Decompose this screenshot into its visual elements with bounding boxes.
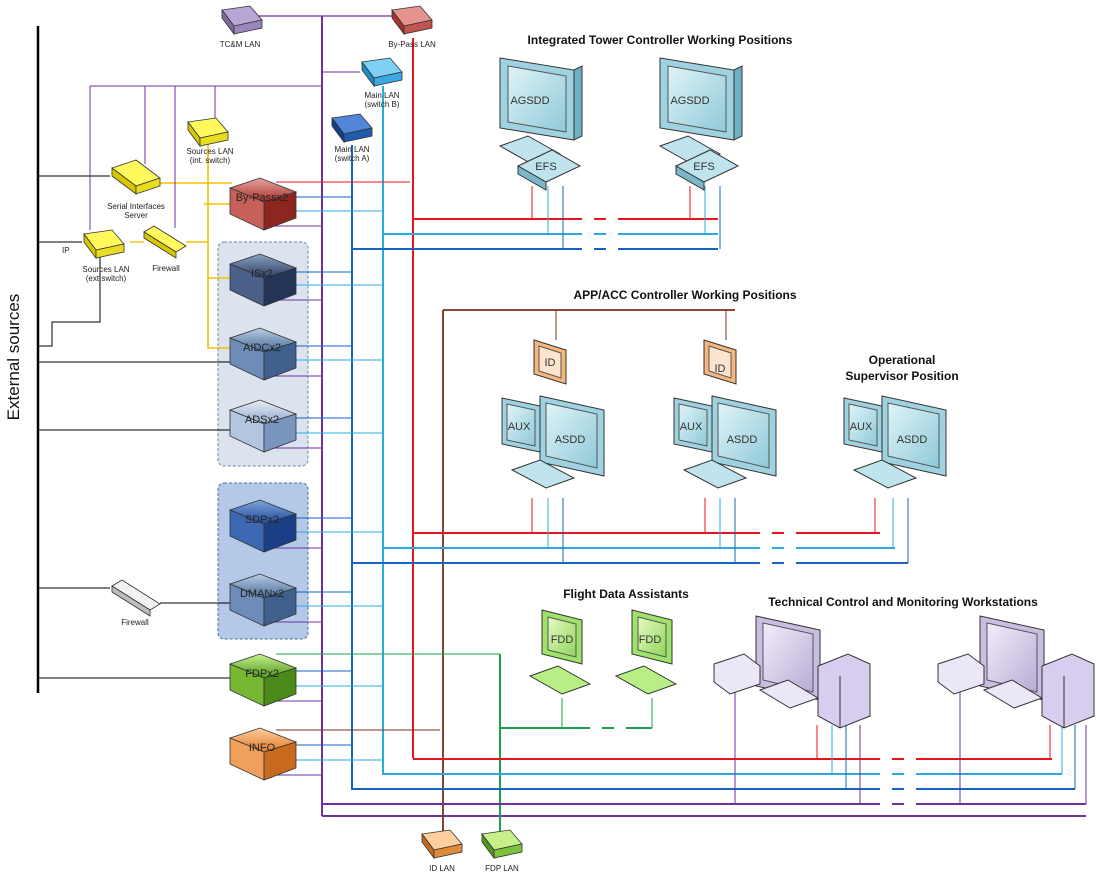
server-info: INFO bbox=[228, 727, 298, 781]
tower-position-1: AGSDD EFS bbox=[498, 57, 583, 191]
svg-text:By-Passx2: By-Passx2 bbox=[236, 192, 289, 204]
tcm-workstation-2 bbox=[937, 615, 1095, 729]
svg-text:ID: ID bbox=[545, 357, 556, 369]
svg-text:ASDD: ASDD bbox=[727, 434, 758, 446]
sources-lan-ext-switch: Sources LAN (ext.switch) bbox=[82, 229, 130, 283]
server-bypass: By-Passx2 bbox=[228, 177, 298, 231]
external-connections bbox=[38, 86, 232, 679]
id-lan-switch: ID LAN bbox=[421, 829, 463, 873]
app-position-1: AUX ASDD bbox=[501, 395, 605, 489]
server-ads: ADSx2 bbox=[228, 399, 298, 453]
svg-text:(int. switch): (int. switch) bbox=[190, 156, 231, 165]
tower-lan-runs bbox=[352, 218, 718, 250]
firewall-2: Firewall bbox=[111, 579, 161, 627]
main-lan-switch-b: Main LAN (switch B) bbox=[361, 57, 403, 109]
svg-text:ISx2: ISx2 bbox=[251, 268, 273, 280]
tower-drops bbox=[531, 186, 721, 249]
server-sdp: SDPx2 bbox=[228, 499, 298, 553]
tower-section-title: Integrated Tower Controller Working Posi… bbox=[528, 33, 793, 47]
svg-text:Sources LAN: Sources LAN bbox=[186, 147, 233, 156]
tcm-lan-switch: TC&M LAN bbox=[220, 5, 263, 49]
svg-text:AGSDD: AGSDD bbox=[670, 95, 709, 107]
svg-text:(switch B): (switch B) bbox=[364, 100, 399, 109]
svg-text:Serial Interfaces: Serial Interfaces bbox=[107, 202, 165, 211]
svg-text:(ext.switch): (ext.switch) bbox=[86, 274, 127, 283]
svg-text:ASDD: ASDD bbox=[897, 434, 928, 446]
serial-interfaces-server: Serial Interfaces Server bbox=[107, 159, 165, 220]
server-fdp: FDPx2 bbox=[228, 653, 298, 707]
ip-label: IP bbox=[62, 246, 70, 255]
svg-text:ID LAN: ID LAN bbox=[429, 864, 455, 873]
svg-text:(switch A): (switch A) bbox=[335, 154, 370, 163]
fdp-lan-switch: FDP LAN bbox=[481, 829, 523, 873]
svg-text:Main LAN: Main LAN bbox=[364, 91, 399, 100]
svg-text:FDD: FDD bbox=[551, 634, 574, 646]
tcm-workstation-1 bbox=[713, 615, 871, 729]
svg-text:Firewall: Firewall bbox=[121, 618, 149, 627]
svg-text:By-Pass LAN: By-Pass LAN bbox=[388, 40, 436, 49]
ops-section-title-2: Supervisor Position bbox=[845, 369, 958, 383]
svg-text:AGSDD: AGSDD bbox=[510, 95, 549, 107]
svg-text:FDPx2: FDPx2 bbox=[245, 668, 279, 680]
svg-text:Firewall: Firewall bbox=[152, 264, 180, 273]
server-isx: ISx2 bbox=[228, 253, 298, 307]
server-aidc: AIDCx2 bbox=[228, 327, 298, 381]
fda-tcm-drops bbox=[561, 690, 1087, 804]
svg-text:FDP LAN: FDP LAN bbox=[485, 864, 519, 873]
svg-text:SDPx2: SDPx2 bbox=[245, 514, 279, 526]
svg-text:AUX: AUX bbox=[508, 421, 531, 433]
svg-text:TC&M LAN: TC&M LAN bbox=[220, 40, 261, 49]
svg-text:Sources LAN: Sources LAN bbox=[82, 265, 129, 274]
svg-text:Server: Server bbox=[124, 211, 148, 220]
svg-text:ID: ID bbox=[715, 363, 726, 375]
app-section-title: APP/ACC Controller Working Positions bbox=[573, 288, 796, 302]
svg-text:AUX: AUX bbox=[680, 421, 703, 433]
svg-text:EFS: EFS bbox=[693, 161, 714, 173]
tcm-section-title: Technical Control and Monitoring Worksta… bbox=[768, 595, 1038, 609]
bypass-lan-switch: By-Pass LAN bbox=[388, 5, 436, 49]
server-dman: DMANx2 bbox=[228, 573, 298, 627]
app-position-2: AUX ASDD bbox=[673, 395, 777, 489]
svg-text:AUX: AUX bbox=[850, 421, 873, 433]
ops-section-title-1: Operational bbox=[869, 353, 936, 367]
svg-text:ASDD: ASDD bbox=[555, 434, 586, 446]
tower-position-2: AGSDD EFS bbox=[658, 57, 743, 191]
fda-position-1: FDD bbox=[528, 609, 592, 695]
firewall-1: Firewall bbox=[143, 225, 187, 273]
ops-supervisor-position: AUX ASDD bbox=[843, 395, 947, 489]
lan-backbones bbox=[90, 15, 1086, 832]
svg-text:INFO: INFO bbox=[249, 742, 276, 754]
tcm-lan-runs bbox=[322, 758, 1086, 805]
app-lan-runs bbox=[352, 532, 908, 564]
external-sources-label: External sources bbox=[4, 294, 23, 421]
svg-text:DMANx2: DMANx2 bbox=[240, 588, 284, 600]
fda-position-2: FDD bbox=[614, 609, 678, 695]
id-display-1: ID bbox=[533, 339, 567, 385]
svg-text:EFS: EFS bbox=[535, 161, 556, 173]
svg-text:ADSx2: ADSx2 bbox=[245, 414, 279, 426]
svg-text:FDD: FDD bbox=[639, 634, 662, 646]
svg-text:Main LAN: Main LAN bbox=[334, 145, 369, 154]
svg-text:AIDCx2: AIDCx2 bbox=[243, 342, 281, 354]
id-display-2: ID bbox=[703, 339, 737, 385]
fda-section-title: Flight Data Assistants bbox=[563, 587, 689, 601]
main-lan-switch-a: Main LAN (switch A) bbox=[331, 113, 373, 163]
app-drops bbox=[531, 310, 909, 563]
sources-lan-int-switch: Sources LAN (int. switch) bbox=[186, 117, 234, 165]
